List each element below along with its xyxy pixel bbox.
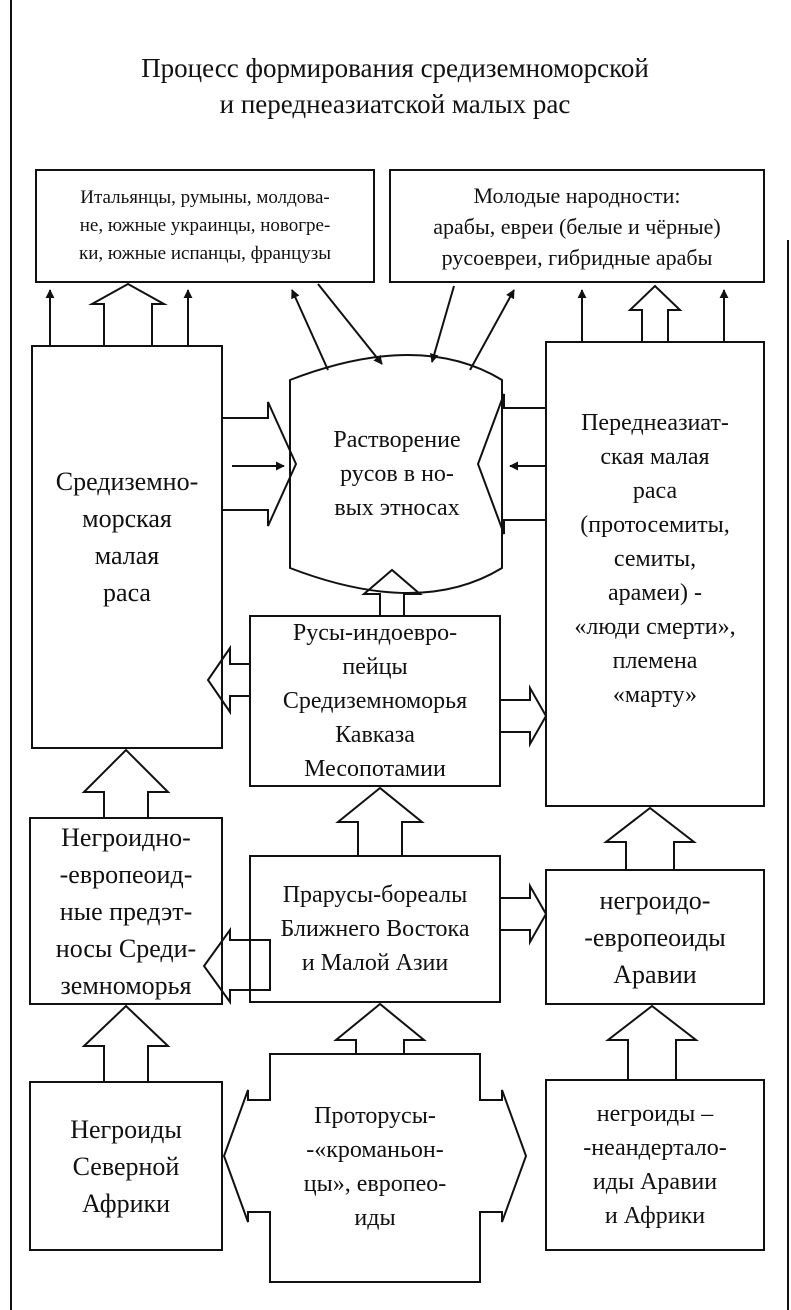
arrow-praruses-to-arabia [499,882,548,946]
diagram-title: Процесс формирования средиземноморской и… [40,50,750,122]
arrow-arabia-to-near-eastern [603,806,697,871]
pre-ethnoses-box: Негроидно- -европеоид- ные предэт- носы … [30,818,222,1004]
arrow-line-west-to-dissolution [317,283,383,365]
arrow-negroids-neanderthal-to-arabia [605,1004,699,1081]
praruses-boreals-text: Прарусы-бореалы Ближнего Востока и Малой… [280,882,470,976]
dissolution-node-shape [289,354,503,594]
negroids-neanderthaloids-box: негроиды – -неандертало- иды Аравии и Аф… [546,1080,764,1250]
arrow-protoruses-to-praruses [333,1002,427,1055]
box-outline-peoples-west [35,169,375,283]
arrow-rusy-to-near-eastern [499,684,548,748]
rusy-indoeuropeans-text: Русы-индоевро- пейцы Средиземноморья Кав… [282,620,468,782]
dissolution-box: Растворение русов в но- вых этносах [296,380,498,568]
peoples-east-box: Молодые народности: арабы, евреи (белые … [390,170,764,282]
peoples-west-box: Итальянцы, румыны, молдова- не, южные ук… [36,170,374,282]
diagram-title-line-1: Процесс формирования средиземноморской [141,53,649,83]
dissolution-text: Растворение русов в но- вых этносах [333,427,461,521]
mediterranean-race-text: Средиземно- морская малая раса [55,467,199,607]
arrow-line-east-to-dissolution [429,285,455,363]
near-eastern-race-text: Переднеазиат- ская малая раса (протосеми… [574,410,736,708]
diagram-title-line-2: и переднеазиатской малых рас [219,89,571,119]
arrow-line-dissolution-to-east [469,289,515,371]
negroid-europeoids-arabia-box: негроидо- -европеоиды Аравии [546,870,764,1004]
box-outline-peoples-east [389,169,765,283]
protoruses-cromagnons-text: Проторусы- -«кроманьон- цы», европео- ид… [303,1103,447,1231]
protoruses-cromagnons-box: Проторусы- -«кроманьон- цы», европео- ид… [270,1062,480,1272]
negroids-north-africa-text: Негроиды Северной Африки [70,1114,182,1218]
arrow-pre-ethnoses-to-mediterranean [81,748,171,819]
protoruses-cross-shape [222,1053,528,1283]
arrow-praruses-to-rusy [335,786,425,857]
arrow-rusy-to-mediterranean [206,644,251,716]
arrow-mediterranean-to-dissolution [221,401,298,527]
pre-ethnoses-text: Негроидно- -европеоид- ные предэт- носы … [55,822,197,1000]
page-border-right [787,240,789,1310]
arrow-near-eastern-to-dissolution [476,393,547,535]
arrow-mediterranean-to-peoples-west [88,282,168,347]
negroids-neanderthaloids-text: негроиды – -неандертало- иды Аравии и Аф… [583,1101,727,1229]
arrow-rusy-to-dissolution [361,568,423,617]
mediterranean-race-box: Средиземно- морская малая раса [32,346,222,748]
peoples-west-text: Итальянцы, румыны, молдова- не, южные ук… [78,187,332,264]
arrow-line-dissolution-to-west [291,289,329,371]
arrow-negroids-africa-to-pre-ethnoses [81,1004,171,1083]
page-border-left [10,0,12,1310]
arrow-praruses-to-pre-ethnoses [202,926,271,1006]
near-eastern-race-box: Переднеазиат- ская малая раса (протосеми… [546,342,764,806]
negroid-europeoids-arabia-text: негроидо- -европеоиды Аравии [584,885,726,989]
rusy-indoeuropeans-box: Русы-индоевро- пейцы Средиземноморья Кав… [250,616,500,786]
peoples-east-text: Молодые народности: арабы, евреи (белые … [433,182,721,270]
arrow-near-eastern-to-peoples-east [627,284,683,343]
praruses-boreals-box: Прарусы-бореалы Ближнего Востока и Малой… [250,856,500,1002]
negroids-north-africa-box: Негроиды Северной Африки [30,1082,222,1250]
